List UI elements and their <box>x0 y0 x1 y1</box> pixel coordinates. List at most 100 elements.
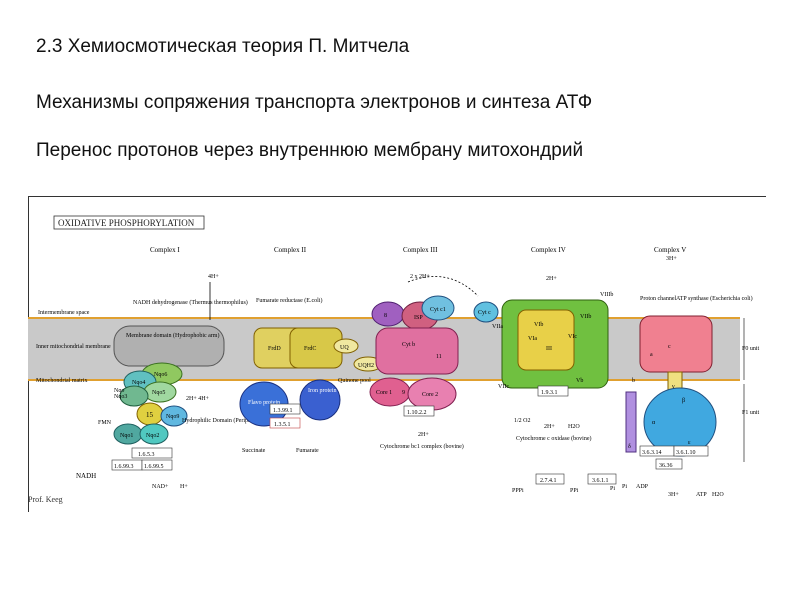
ec-1-6-99-5-box <box>141 459 173 471</box>
complex-1-label: Complex I <box>150 246 180 254</box>
h-label: H+ <box>180 484 188 490</box>
complex-1-hydrophilic-label: Hydrophilic Domain (Peripheral arm) <box>182 417 273 424</box>
fumarate-label: Fumarate <box>296 448 319 454</box>
nqo-label: Nqo <box>114 388 124 394</box>
intermembrane-label: Intermembrane space <box>38 310 90 316</box>
ec-3-6-1-10-box <box>673 445 709 457</box>
header-box <box>53 215 205 230</box>
viiib-label: VIIIb <box>600 292 613 298</box>
complex-1-title: NADH dehydrogenase (Thermus thermophilus… <box>133 299 248 306</box>
epsilon-label: ε <box>688 440 691 446</box>
ec-36-36: 36.36 <box>659 463 673 469</box>
diagram-header: OXIDATIVE PHOSPHORYLATION <box>58 218 195 228</box>
complex-3-proton-path <box>407 276 479 297</box>
proton-channel-label: Proton channel <box>640 296 676 302</box>
fmn-label: FMN <box>98 420 112 426</box>
complex-2-label: Complex II <box>274 246 307 254</box>
vib-label: VIb <box>534 322 543 328</box>
complex-1-membrane-arm <box>113 325 225 367</box>
cyt-c1-label: Cyt c1 <box>430 307 446 313</box>
iron-protein <box>299 379 341 421</box>
alpha-label: α <box>652 420 656 426</box>
slide-subtitle: Механизмы сопряжения транспорта электрон… <box>36 92 593 113</box>
pi-label: Pi <box>622 484 627 490</box>
complex-5-label: Complex V <box>654 246 686 254</box>
complex-5-title: ATP synthase (Escherichia coli) <box>676 295 753 302</box>
ec-1-3-99-1: 1.3.99.1 <box>273 408 293 414</box>
ec-1-9-3-1-box <box>537 385 569 397</box>
atp-label: ATP <box>696 492 707 498</box>
ec-1-6-99-5: 1.6.99.5 <box>144 464 164 470</box>
complex-4-label: Complex IV <box>531 246 566 254</box>
complex-3-protons: 2 x 2H+ <box>410 274 430 280</box>
vic-label: VIc <box>568 334 577 340</box>
peripheral-stalk <box>625 391 637 453</box>
cyt-c <box>473 301 499 323</box>
nad-label: NAD+ <box>152 484 169 490</box>
nqo6-label: Nqo6 <box>154 372 167 378</box>
succinate-label: Succinate <box>242 448 266 454</box>
core-2-label: Core 2 <box>422 392 438 398</box>
nqo4-label: Nqo4 <box>132 380 145 386</box>
nqo3-subunit <box>119 385 149 407</box>
ec-1-6-5-3-box <box>131 447 173 459</box>
complex-4-protons: 2H+ <box>546 276 557 282</box>
ppi-label: PPi <box>570 488 579 494</box>
vb-label: Vb <box>576 378 583 384</box>
ec-2-7-4-1: 2.7.4.1 <box>540 478 557 484</box>
slide-title: 2.3 Хемиосмотическая теория П. Митчела <box>36 36 410 57</box>
cyt-c1-subunit <box>421 295 455 321</box>
ec-1-3-99-1-box <box>269 403 301 415</box>
ec-36-36-box <box>655 458 683 470</box>
cyt-c-label: Cyt c <box>478 310 491 316</box>
slide-subtitle-2: Перенос протонов через внутреннюю мембра… <box>36 140 584 161</box>
complex-1: NADH dehydrogenase (Thermus thermophilus… <box>76 274 273 490</box>
ec-1-10-2-2-box <box>403 405 435 417</box>
credit-text: Prof. Keeg <box>28 495 63 504</box>
ec-1-9-3-1: 1.9.3.1 <box>541 390 558 396</box>
f0-unit-label: F0 unit <box>742 346 760 352</box>
ec-3-6-3-14: 3.6.3.14 <box>642 450 662 456</box>
cyt-b-label: Cyt b <box>402 342 415 348</box>
subunit-8 <box>371 301 405 327</box>
ec-1-3-5-1: 1.3.5.1 <box>274 422 291 428</box>
via-label: VIa <box>528 336 537 342</box>
matrix-label: Mitochondrial matrix <box>36 378 88 384</box>
subunit-9-label: 9 <box>402 390 405 396</box>
nadh-label: NADH <box>76 472 96 480</box>
subunit-b-label: b <box>632 378 635 384</box>
beta-label: β <box>682 398 685 404</box>
core-1-label: Core 1 <box>376 390 392 396</box>
complex-1-protons-in: 4H+ <box>208 274 219 280</box>
nqo9-label: Nqo9 <box>166 414 179 420</box>
subunit-11-label: 11 <box>436 354 442 360</box>
o2-label: 1/2 O2 <box>514 418 531 424</box>
ec-1-6-5-3: 1.6.5.3 <box>138 452 155 458</box>
subunit-c-label: c <box>668 344 671 350</box>
pyrophosphatase: 2.7.4.1 3.6.1.1 PPPi PPi Pi <box>512 473 617 494</box>
complex-5: 3H+ Proton channel ATP synthase (Escheri… <box>622 256 760 498</box>
pppi-label: PPPi <box>512 488 524 494</box>
subunit-a-label: a <box>650 352 653 358</box>
complex-2: Fumarate reductase (E.coli) FrdD FrdC Fl… <box>239 297 343 454</box>
frdc-label: FrdC <box>304 346 316 352</box>
subunit-8-label: 8 <box>384 313 387 319</box>
complex-3-membrane-body <box>375 327 459 375</box>
pi-2-label: Pi <box>610 486 615 492</box>
oxidative-phosphorylation-diagram: OXIDATIVE PHOSPHORYLATION Complex I Comp… <box>28 196 766 512</box>
f0-c-ring <box>639 315 713 373</box>
gamma-label: γ <box>671 384 675 390</box>
complex-5-h2o: H2O <box>712 492 724 498</box>
nqo2-subunit <box>139 423 169 445</box>
nqo1-label: Nqo1 <box>120 433 133 439</box>
nqo9-subunit <box>160 405 188 427</box>
complex-3: 2 x 2H+ 8 ISP Cyt c1 Cyt b 11 Core 1 9 C… <box>369 274 479 450</box>
complex-3-label: Complex III <box>403 246 438 254</box>
ec-3-6-1-1: 3.6.1.1 <box>592 478 609 484</box>
isp-label: ISP <box>414 315 423 321</box>
viia-label: VIIa <box>492 324 503 330</box>
adp-label: ADP <box>636 484 649 490</box>
f1-unit-label: F1 unit <box>742 410 760 416</box>
nqo3-label: Nqo3 <box>114 394 127 400</box>
quinone-pool-label: Quinone pool <box>338 378 371 384</box>
